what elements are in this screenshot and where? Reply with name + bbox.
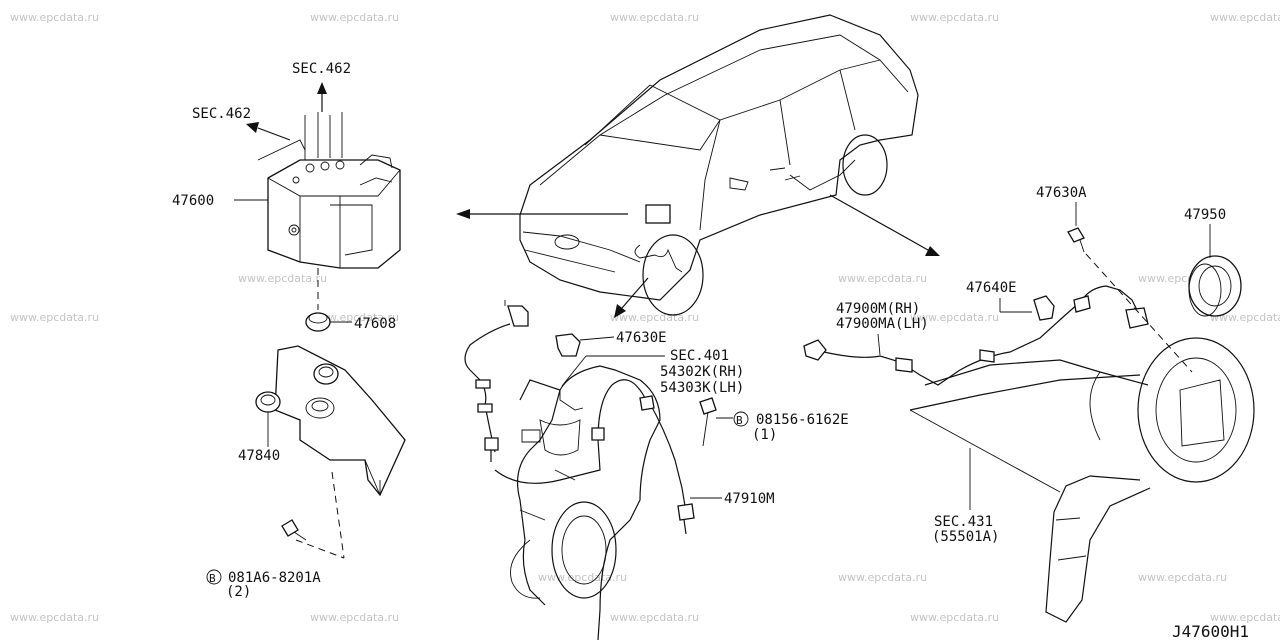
- label-part-47950: 47950: [1184, 207, 1226, 223]
- watermark-text: www.epcdata.ru: [610, 611, 699, 624]
- bracket-47840: [255, 345, 406, 497]
- label-part-47840: 47840: [238, 448, 280, 464]
- sensor-rotor-47950: [1188, 255, 1242, 317]
- label-sec462-top: SEC.462: [292, 61, 351, 77]
- label-part-47608: 47608: [354, 316, 396, 332]
- watermark-layer: www.epcdata.ru www.epcdata.ru www.epcdat…: [10, 11, 1280, 624]
- label-sec462-left: SEC.462: [192, 106, 251, 122]
- watermark-text: www.epcdata.ru: [310, 311, 399, 324]
- bolt-47630a: [1067, 227, 1085, 253]
- label-part-47640e: 47640E: [966, 280, 1017, 296]
- circled-b-letter: B: [209, 572, 216, 585]
- bolt-right: [699, 397, 717, 447]
- circled-b-icon: [206, 569, 222, 585]
- label-part-47900m: 47900M(RH): [836, 301, 920, 317]
- watermark-text: www.epcdata.ru: [10, 11, 99, 24]
- watermark-text: www.epcdata.ru: [838, 272, 927, 285]
- label-bolt-left-qty: (2): [226, 584, 251, 600]
- diagram-code: J47600H1: [1172, 622, 1249, 640]
- watermark-text: www.epcdata.ru: [610, 311, 699, 324]
- watermark-text: www.epcdata.ru: [10, 311, 99, 324]
- front-wheel-sensor-47910m: [494, 379, 695, 535]
- watermark-text: www.epcdata.ru: [910, 611, 999, 624]
- label-bolt-left: 081A6-8201A: [228, 570, 321, 586]
- label-part-54302k: 54302K(RH): [660, 364, 744, 380]
- label-part-47600: 47600: [172, 193, 214, 209]
- watermark-text: www.epcdata.ru: [10, 611, 99, 624]
- watermark-text: www.epcdata.ru: [1210, 11, 1280, 24]
- watermark-text: www.epcdata.ru: [610, 11, 699, 24]
- watermark-text: www.epcdata.ru: [310, 11, 399, 24]
- bolt-left: [281, 519, 307, 541]
- circled-b-icon: [733, 411, 749, 427]
- watermark-text: www.epcdata.ru: [538, 571, 627, 584]
- clip-47630e: [555, 333, 581, 357]
- watermark-text: www.epcdata.ru: [838, 571, 927, 584]
- label-part-47910m: 47910M: [724, 491, 775, 507]
- circled-b-letter: B: [736, 414, 743, 427]
- watermark-text: www.epcdata.ru: [1210, 311, 1280, 324]
- label-sec401: SEC.401: [670, 348, 729, 364]
- label-sec431: SEC.431: [934, 514, 993, 530]
- label-part-47630a: 47630A: [1036, 185, 1087, 201]
- label-bolt-right: 08156-6162E: [756, 412, 849, 428]
- watermark-text: www.epcdata.ru: [310, 611, 399, 624]
- label-bolt-right-qty: (1): [752, 427, 777, 443]
- bushing-47608: [305, 312, 331, 332]
- steering-knuckle: [510, 365, 661, 640]
- watermark-text: www.epcdata.ru: [1138, 571, 1227, 584]
- watermark-text: www.epcdata.ru: [910, 311, 999, 324]
- label-part-54303k: 54303K(LH): [660, 380, 744, 396]
- label-part-55501a: (55501A): [932, 529, 999, 545]
- watermark-text: www.epcdata.ru: [1210, 611, 1280, 624]
- abs-actuator-unit: [257, 112, 401, 269]
- clip-47640e: [1033, 295, 1055, 321]
- watermark-text: www.epcdata.ru: [238, 272, 327, 285]
- label-part-47630e: 47630E: [616, 330, 667, 346]
- rear-sensor-harness: [803, 285, 1149, 386]
- vehicle-illustration: [519, 14, 919, 316]
- watermark-text: www.epcdata.ru: [910, 11, 999, 24]
- label-part-47900ma: 47900MA(LH): [836, 316, 929, 332]
- rear-axle-assembly: [909, 337, 1255, 623]
- front-sensor-harness: [464, 300, 529, 462]
